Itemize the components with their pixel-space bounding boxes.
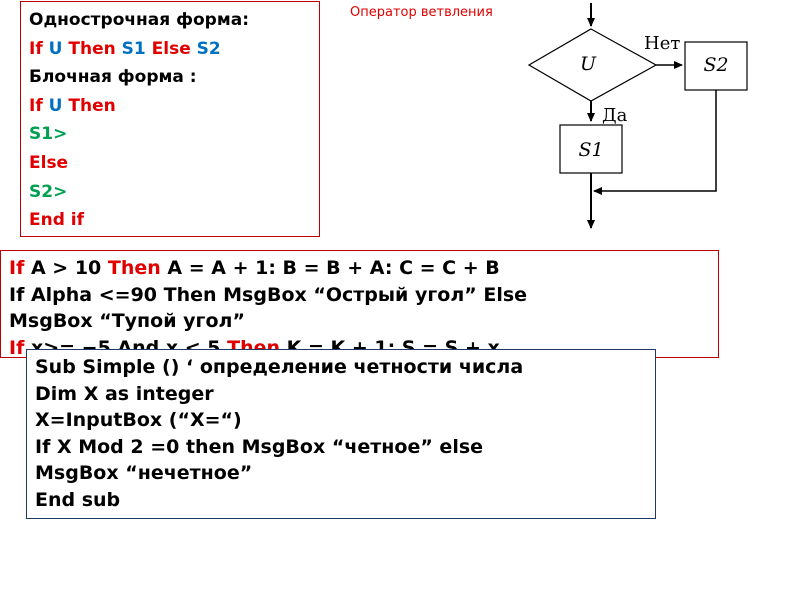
block-form-end-if: End if bbox=[29, 210, 85, 231]
block-form-else: Else bbox=[29, 152, 69, 173]
diagram-title: Оператор ветвления bbox=[350, 5, 493, 20]
examples-box: If A > 10 Then A = A + 1: B = B + A: C =… bbox=[0, 250, 719, 359]
single-line-heading-text: Однострочная форма: bbox=[29, 10, 249, 30]
kw-if: If bbox=[29, 38, 43, 59]
sub-simple-code-box: Sub Simple () ‘ определение четности чис… bbox=[26, 349, 656, 519]
example-line-2: If Alpha <=90 Then MsgBox “Острый угол” … bbox=[9, 283, 528, 306]
yes-label: Да bbox=[602, 105, 628, 126]
example-line-3: MsgBox “Тупой угол” bbox=[9, 310, 245, 332]
kw-if: If bbox=[9, 336, 25, 359]
syntax-forms-box: Однострочная форма: If U Then S1 Else S2… bbox=[20, 1, 320, 237]
s1-label: S1 bbox=[578, 139, 603, 161]
statement-s1: S1 bbox=[121, 38, 146, 59]
code-line-if: If X Mod 2 =0 then MsgBox “четное” else bbox=[35, 435, 484, 458]
condition: U bbox=[48, 38, 63, 59]
code-line-msgbox: MsgBox “нечетное” bbox=[35, 462, 253, 485]
s2-block bbox=[684, 41, 748, 91]
code-line-sub: Sub Simple () ‘ определение четности чис… bbox=[35, 356, 524, 378]
block-form-s1: S1> bbox=[29, 124, 68, 145]
statement-s2: S2 bbox=[196, 38, 221, 59]
kw-if: If bbox=[29, 95, 43, 116]
example-line-1: If A > 10 Then A = A + 1: B = B + A: C =… bbox=[9, 255, 718, 282]
kw-then: Then bbox=[68, 38, 116, 59]
condition-label: U bbox=[580, 53, 597, 75]
branching-flowchart: U Нет S2 Да S1 bbox=[527, 3, 748, 229]
single-line-heading: Однострочная форма: bbox=[29, 6, 319, 35]
kw-then: Then bbox=[107, 257, 161, 279]
kw-then: Then bbox=[68, 95, 116, 116]
no-label: Нет bbox=[644, 33, 680, 54]
condition: U bbox=[48, 95, 63, 116]
s2-return-arrow bbox=[593, 90, 717, 195]
example-statements: A = A + 1: B = B + A: C = C + B bbox=[160, 257, 500, 279]
block-form-if-line: If U Then bbox=[29, 92, 319, 121]
block-form-heading: Блочная форма : bbox=[29, 63, 319, 92]
kw-else: Else bbox=[151, 38, 191, 59]
code-line-inputbox: X=InputBox (“X=“) bbox=[35, 409, 242, 432]
single-line-example: If U Then S1 Else S2 bbox=[29, 35, 319, 64]
block-form-s2: S2> bbox=[29, 181, 68, 202]
example-condition: A > 10 bbox=[24, 257, 108, 279]
code-line-dim: Dim X as integer bbox=[35, 382, 214, 405]
s2-label: S2 bbox=[703, 54, 728, 76]
kw-if: If bbox=[9, 257, 25, 279]
code-line-end-sub: End sub bbox=[35, 488, 121, 511]
block-form-heading-text: Блочная форма : bbox=[29, 67, 197, 88]
